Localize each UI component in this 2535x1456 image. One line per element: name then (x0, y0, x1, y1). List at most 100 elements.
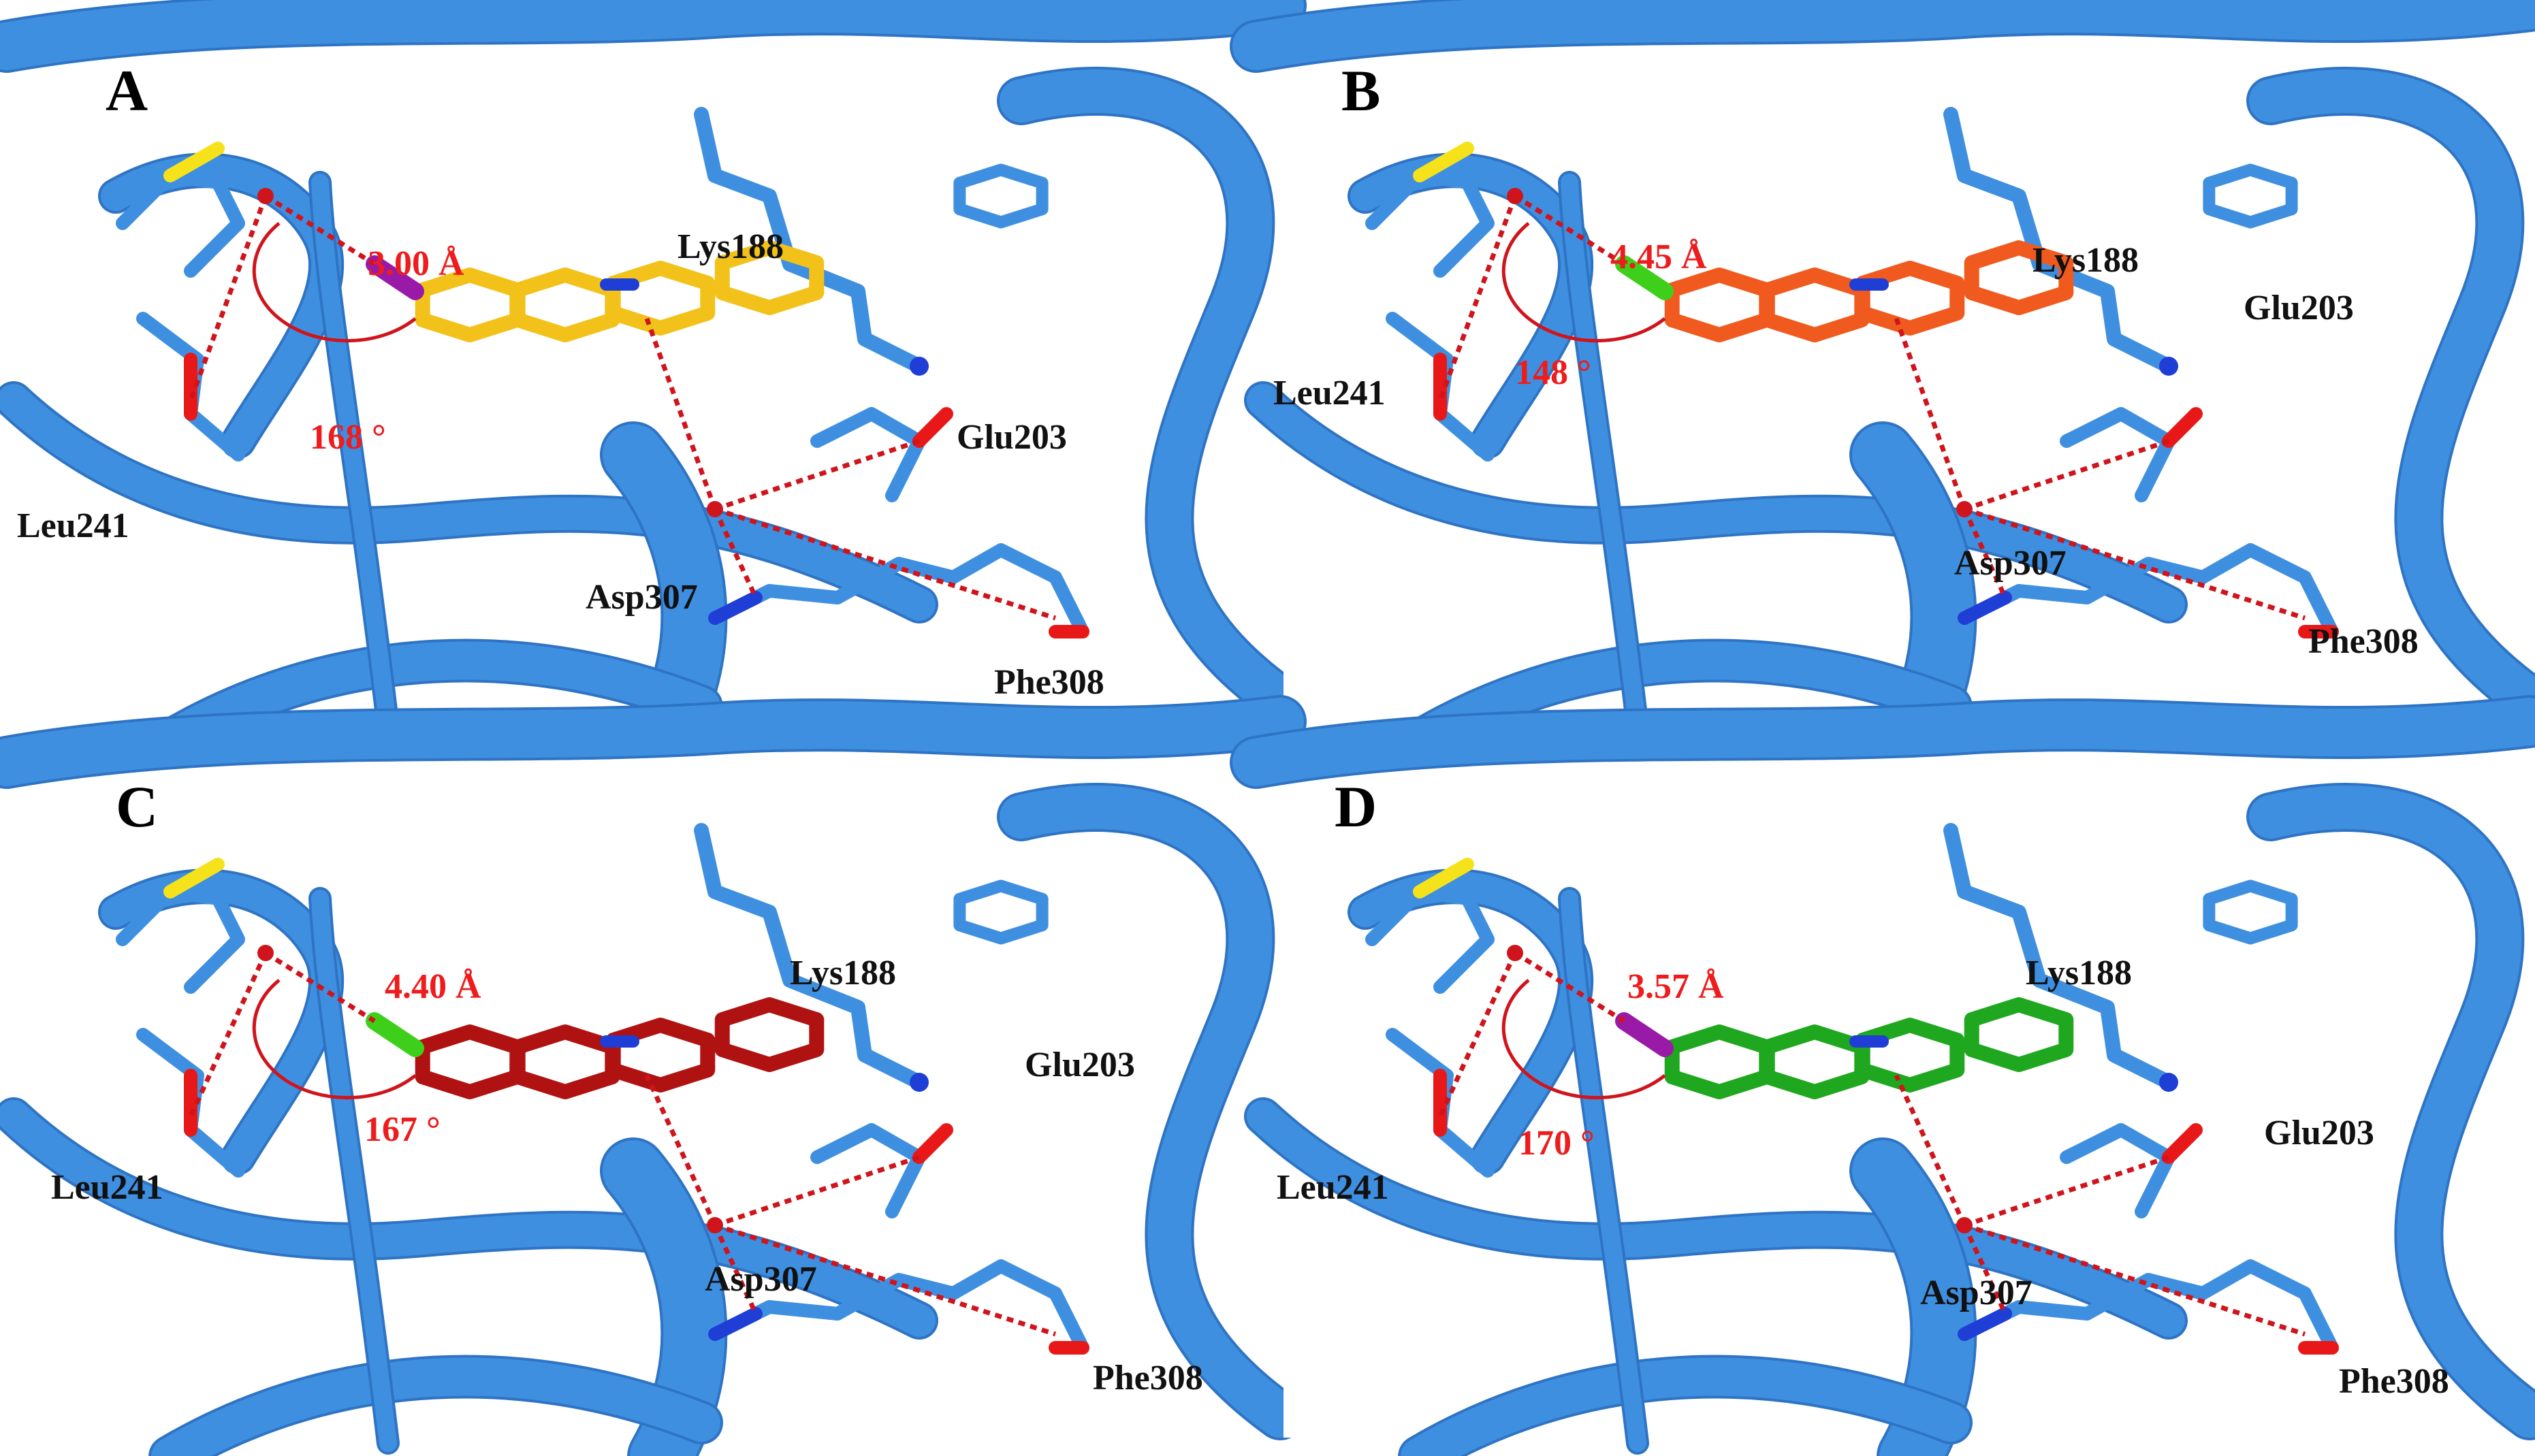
ribbon-right (1000, 786, 1302, 1438)
residue-lys: Lys188 (677, 227, 784, 266)
phe308-contact-line (1963, 1223, 2306, 1337)
lys188-sidechain (1943, 107, 2176, 374)
ligand-ring-1 (1664, 1024, 1774, 1099)
ligand-ring-4 (1964, 240, 2074, 315)
ribbon-top (0, 0, 1304, 70)
asp307-contact-line (712, 1224, 759, 1315)
halogen-bond-angle: 168 ° (310, 418, 386, 457)
glu203-oxygen (912, 407, 953, 448)
glu203-sidechain (2060, 407, 2175, 502)
phe308-backbone (946, 1259, 1089, 1355)
met-sidechain (1365, 885, 1495, 994)
lys188-nitrogen (2159, 357, 2178, 376)
ligand-water-contact (644, 317, 718, 511)
halogen-bond-line (264, 951, 376, 1023)
sulfur-atom (163, 142, 225, 182)
ligand-ring-3 (605, 261, 716, 336)
halogen-bond-angle-arc (252, 222, 417, 343)
residue-leu: Leu241 (1277, 1168, 1389, 1207)
ligand-ring-2 (1759, 1024, 1870, 1099)
residue-glu: Glu203 (1025, 1046, 1135, 1084)
halogen-bond-line (264, 194, 376, 266)
ligand-halogen (1615, 1012, 1674, 1057)
leu241-contact-line (188, 952, 268, 1118)
met-sidechain (1365, 169, 1495, 278)
met-sidechain (116, 885, 245, 994)
halogen-bond-angle-arc (1501, 222, 1666, 343)
phe308-contact-line (714, 1223, 1057, 1337)
phe308-contact-line (714, 506, 1057, 621)
ribbon-right (2249, 786, 2535, 1438)
ribbon-lower (0, 384, 936, 621)
ribbon-left-loop (101, 155, 342, 456)
panel-c: C 4.40 Å 167 ° Lys188 Glu203 Leu241 Asp3… (0, 695, 1307, 1456)
ribbon-bottom (151, 1357, 720, 1456)
ligand-water-contact (1894, 317, 1967, 511)
ligand-halogen (366, 1012, 424, 1057)
glu203-oxygen (912, 1123, 953, 1164)
asp307-contact-line (712, 508, 759, 599)
ribbon-top (1232, 0, 2535, 70)
ligand-water-contact (644, 1074, 718, 1227)
ligand-ring-3 (1855, 261, 1965, 336)
ribbon-strand (311, 174, 397, 736)
ribbon-bottom (1401, 1357, 1970, 1456)
halogen-bond-angle: 170 ° (1518, 1124, 1595, 1163)
trp-ring (2203, 163, 2298, 229)
asp307-nitrogen (1958, 1307, 2012, 1341)
ligand-ring-2 (1759, 268, 1870, 342)
ligand-ring-1 (415, 268, 525, 342)
lys188-sidechain (1943, 823, 2176, 1090)
panel-letter: B (1341, 58, 1381, 123)
residue-lys: Lys188 (790, 954, 897, 992)
asp307-nitrogen (1958, 591, 2012, 625)
residue-phe: Phe308 (1093, 1359, 1203, 1397)
residue-phe: Phe308 (2308, 622, 2419, 661)
ribbon-left-loop (1350, 871, 1591, 1172)
lys188-sidechain (694, 823, 927, 1090)
asp307-nitrogen (708, 591, 763, 625)
ribbon-top (0, 698, 1304, 786)
ribbon-bottom (1401, 641, 1970, 760)
panel-letter: C (116, 774, 159, 839)
ribbon-left-loop (1350, 155, 1591, 456)
ribbon-left-loop (101, 871, 342, 1172)
trp-ring (953, 879, 1049, 945)
ribbon-strand (1561, 890, 1646, 1452)
glu203-oxygen (2162, 1123, 2203, 1164)
residue-leu: Leu241 (51, 1168, 163, 1207)
ligand-halogen (1615, 255, 1674, 300)
halogen-bond-distance: 3.00 Å (368, 244, 464, 283)
ribbon-right (1000, 69, 1302, 722)
residue-asp: Asp307 (586, 578, 698, 617)
residue-asp: Asp307 (1954, 544, 2067, 583)
ligand-ring-3 (1855, 1018, 1965, 1093)
residue-glu: Glu203 (2244, 289, 2354, 327)
sulfur-atom (163, 858, 225, 899)
ligand-ring-4 (714, 997, 825, 1072)
ligand-ring-4 (714, 240, 825, 315)
ribbon-strand (1561, 174, 1646, 736)
halogen-bond-distance: 4.45 Å (1610, 238, 1707, 276)
residue-phe: Phe308 (994, 663, 1104, 702)
panel-letter: D (1335, 774, 1377, 839)
molecular-scene-c (0, 695, 1307, 1456)
ribbon-lower (0, 1100, 936, 1337)
ligand-ring-1 (1664, 268, 1774, 342)
panel-letter: A (106, 58, 148, 123)
asp307-contact-line (1962, 508, 2008, 599)
lys188-sidechain (694, 107, 927, 374)
halogen-bond-line (1514, 194, 1625, 266)
glu203-oxygen (2162, 407, 2203, 448)
panel-b: B 4.45 Å 148 ° Lys188 Glu203 Leu241 Asp3… (1230, 0, 2535, 774)
leu241-contact-line (1437, 952, 1518, 1118)
asp307-contact-line (1962, 1224, 2008, 1315)
lys188-nitrogen (910, 1073, 929, 1092)
trp-ring (953, 163, 1049, 229)
ligand-water-contact (1894, 1074, 1967, 1227)
ligand-ring-2 (510, 1024, 620, 1099)
lys188-nitrogen (910, 357, 929, 376)
panel-d: D 3.57 Å 170 ° Lys188 Glu203 Leu241 Asp3… (1230, 695, 2535, 1456)
ribbon-lower (1247, 384, 2185, 621)
molecular-scene-d (1230, 695, 2535, 1456)
